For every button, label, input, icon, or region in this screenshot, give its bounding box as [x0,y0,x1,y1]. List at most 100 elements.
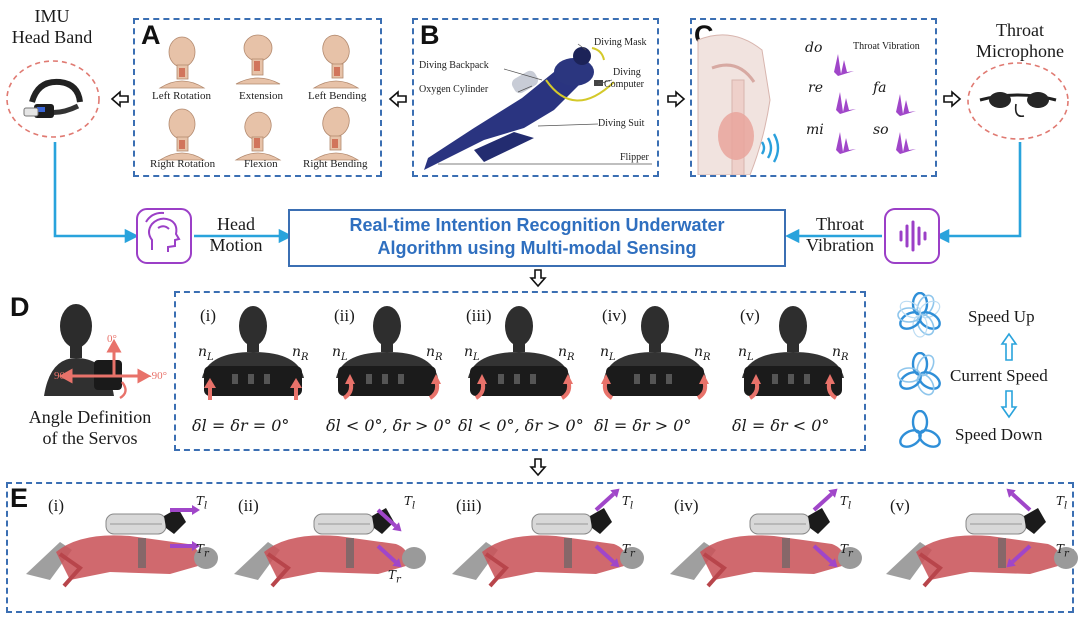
diver-body [670,488,862,588]
t-left-sub: l [204,500,208,512]
head-motion-icon-box [136,208,192,264]
imu-title-line1: IMU [34,6,70,26]
t-left-base: T [404,494,413,508]
servo-case-formula: δl < 0°, δr > 0° [326,416,452,435]
speed-up-arrow [1000,332,1018,361]
t-left-base: T [622,494,631,508]
t-right-label: Tr [840,542,853,559]
label-diving-mask: Diving Mask [594,37,647,48]
imu-title: IMU Head Band [0,6,104,47]
mannequin-backpack [468,306,573,400]
propeller-icon [899,410,941,448]
algorithm-title: Real-time Intention Recognition Underwat… [290,211,784,261]
panel-d [174,291,866,451]
t-right-sub: r [204,548,209,560]
t-right-label: Tr [1056,542,1069,559]
algorithm-line1: Real-time Intention Recognition Underwat… [349,215,725,235]
n-right-label: nR [558,344,575,363]
mannequin-backpack [601,306,709,400]
label-diving-backpack: Diving Backpack [419,60,489,71]
propeller-icon [897,352,941,396]
t-right-base: T [622,542,631,556]
t-left-label: Tl [622,494,633,511]
head-motion-line2: Motion [209,234,263,255]
head-motion-figures [158,34,360,161]
n-left-label: nL [600,344,616,363]
thrust-case-roman: (ii) [238,496,259,515]
servo-case-formula: δl = δr < 0° [732,416,830,435]
t-right-base: T [840,542,849,556]
t-right-sub: r [630,548,635,560]
label-throat-vibration-heading: Throat Vibration [853,41,920,52]
n-left-base: n [464,344,474,360]
n-left-label: nL [332,344,348,363]
motion-flexion: Flexion [244,158,278,170]
vibration-waveforms [834,54,916,154]
n-left-label: nL [464,344,480,363]
sound-wave-icon [899,220,927,252]
label-diving-suit: Diving Suit [598,118,645,129]
t-right-sub: r [848,548,853,560]
servo-angle-right: -90° [148,370,168,382]
n-left-sub: L [609,351,616,363]
n-left-label: nL [738,344,754,363]
servo-case-roman: (ii) [334,306,355,325]
diver-body [234,508,426,588]
t-right-sub: r [1064,548,1069,560]
n-right-sub: R [301,351,309,363]
head-motion-line1: Head [217,214,255,234]
angle-caption-line1: Angle Definition [28,407,152,427]
head-motion-label: Head Motion [196,214,276,255]
imu-title-line2: Head Band [11,26,93,47]
motion-right-rotation: Right Rotation [150,158,216,170]
servo-angle-top: 0° [107,333,117,345]
connector-lines [53,142,1022,244]
t-right-label: Tr [388,568,401,585]
diver-body [886,488,1078,588]
n-left-sub: L [473,351,480,363]
n-right-label: nR [426,344,443,363]
n-left-sub: L [341,351,348,363]
servo-angle-left: 90° [54,370,70,382]
algorithm-box: Real-time Intention Recognition Underwat… [288,209,786,267]
throat-vibration-label: Throat Vibration [796,214,884,255]
propeller-icon [897,292,941,338]
t-left-base: T [1056,494,1065,508]
t-left-base: T [840,494,849,508]
t-left-base: T [196,494,205,508]
t-left-label: Tl [404,494,415,511]
servo-case-roman: (i) [200,306,217,325]
label-oxygen-cylinder: Oxygen Cylinder [419,84,489,95]
motion-left-rotation: Left Rotation [152,90,211,102]
n-right-base: n [558,344,568,360]
syllable-mi: mi [806,122,824,138]
angle-definition-caption: Angle Definition of the Servos [10,407,170,448]
n-right-label: nR [694,344,711,363]
n-right-sub: R [841,351,849,363]
n-right-label: nR [832,344,849,363]
t-left-sub: l [630,500,634,512]
motion-extension: Extension [239,90,283,102]
servo-case-2: (ii) nL nR δl < 0°, δr > 0° [322,296,452,446]
n-right-base: n [832,344,842,360]
throat-mic-title-line1: Throat [996,20,1044,40]
n-left-sub: L [207,351,214,363]
motion-right-bending: Right Bending [303,158,368,170]
n-right-base: n [292,344,302,360]
servo-case-formula: δl = δr = 0° [192,416,290,435]
t-right-label: Tr [622,542,635,559]
diver-illustration [424,43,652,170]
n-left-base: n [600,344,610,360]
throat-vibration-line1: Throat [816,214,864,234]
arrow-a-to-imu [110,90,129,108]
servo-case-roman: (iii) [466,306,492,325]
mannequin-backpack [742,306,844,400]
throat-mic-title: Throat Microphone [962,20,1078,61]
t-right-label: Tr [196,542,209,559]
label-diving-computer-2: Computer [604,79,644,90]
t-left-label: Tl [196,494,207,511]
t-right-base: T [1056,542,1065,556]
